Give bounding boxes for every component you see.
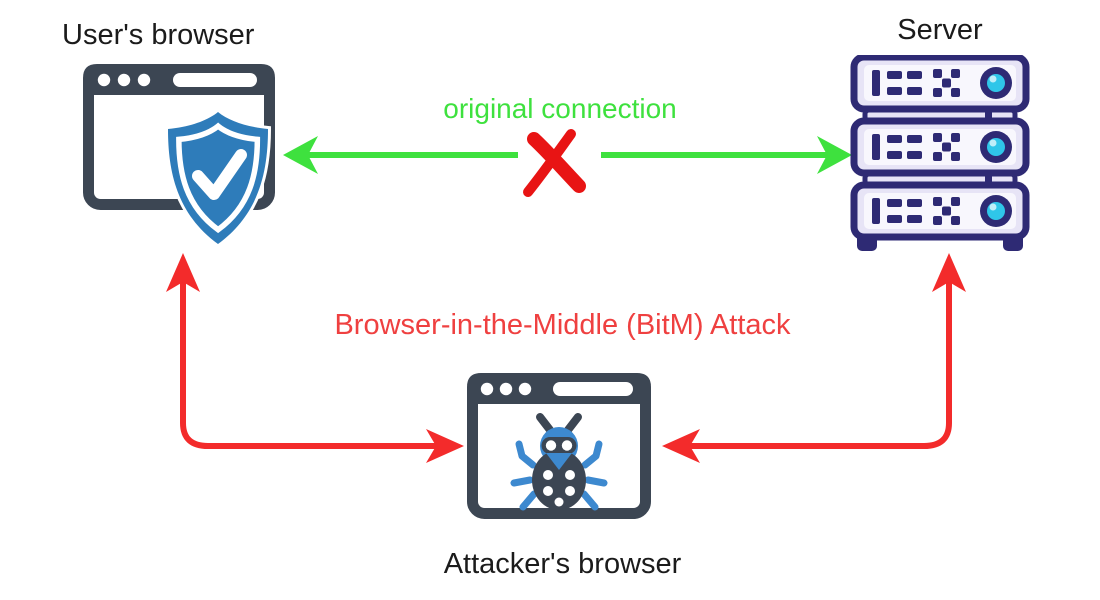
server-unit (850, 55, 1030, 113)
server-node (850, 55, 1030, 251)
user-browser-node (83, 64, 275, 248)
attacker-browser-node (467, 373, 651, 519)
server-unit (850, 181, 1030, 241)
server-unit (850, 117, 1030, 177)
bitm-arrow-user (166, 253, 464, 463)
bitm-attack-label: Browser-in-the-Middle (BitM) Attack (334, 309, 791, 341)
bug-icon (510, 413, 608, 511)
server-label: Server (897, 14, 983, 46)
shield-check-icon (164, 108, 272, 248)
blocked-x-icon (523, 129, 586, 197)
attacker-browser-label: Attacker's browser (443, 548, 682, 580)
server-stack-icon (850, 55, 1030, 251)
original-connection-arrow (283, 136, 852, 174)
original-connection-label: original connection (443, 93, 677, 124)
bitm-arrow-server (662, 253, 966, 463)
user-browser-label: User's browser (62, 19, 255, 51)
